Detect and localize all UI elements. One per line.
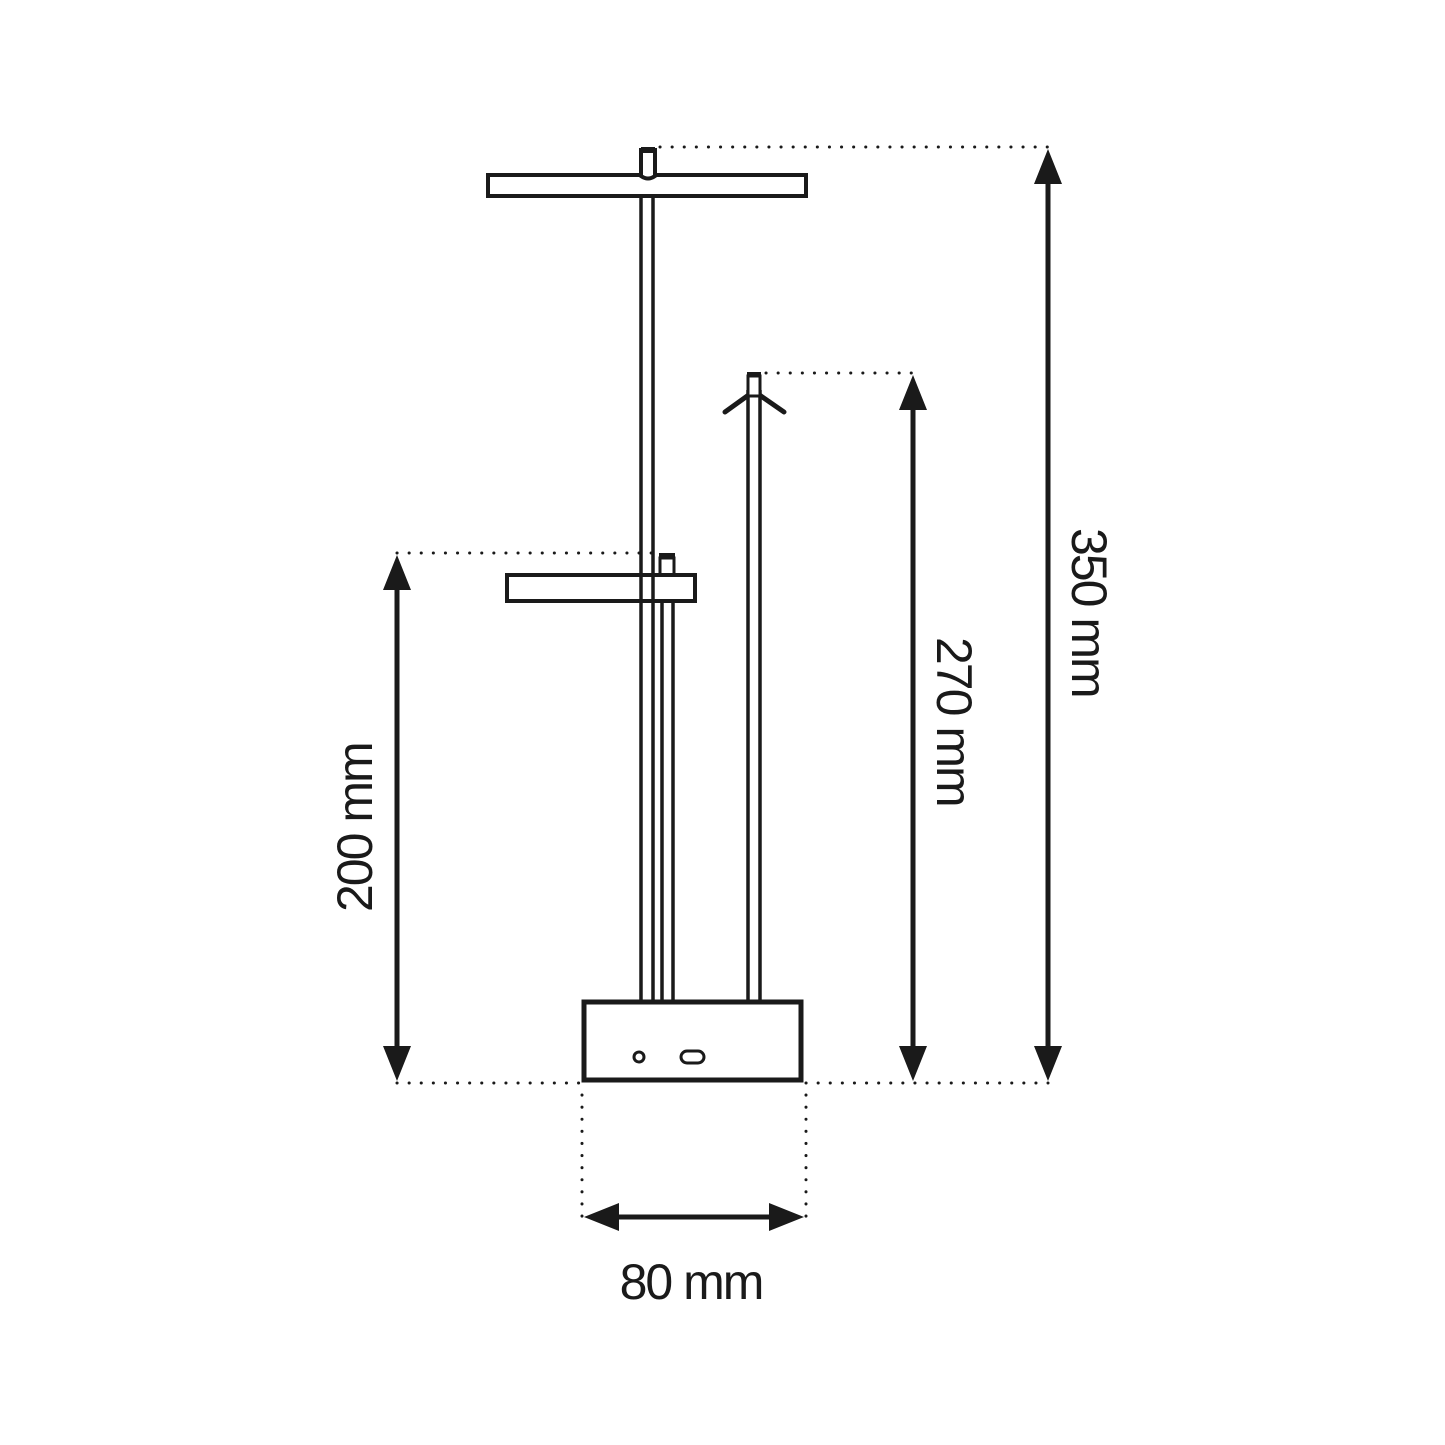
power-button-icon (632, 1050, 646, 1064)
mid-cap (746, 374, 762, 398)
dim-270-arrow-top (899, 375, 927, 410)
lamp-drawing (486, 147, 808, 1083)
lower-cap-top (659, 553, 675, 558)
mid-cap-top (747, 372, 761, 377)
dim-350-arrow-top (1034, 149, 1062, 184)
dim-200-label: 200 mm (327, 743, 383, 912)
dimension-80: 80 mm (584, 1203, 804, 1310)
extension-lines (395, 145, 1050, 1219)
dim-200-arrow-bottom (383, 1046, 411, 1081)
dim-80-label: 80 mm (620, 1254, 763, 1310)
dim-80-arrow-left (584, 1203, 619, 1231)
lower-shade (505, 573, 697, 603)
dim-270-arrow-bottom (899, 1046, 927, 1081)
dimension-270: 270 mm (899, 375, 982, 1081)
upper-cap (639, 148, 657, 181)
dimension-350: 350 mm (1034, 149, 1117, 1081)
dim-80-arrow-right (769, 1203, 804, 1231)
dim-350-arrow-bottom (1034, 1046, 1062, 1081)
usb-port-icon (679, 1049, 706, 1065)
dim-200-arrow-top (383, 555, 411, 590)
upper-cap-top (641, 147, 655, 153)
dim-350-label: 350 mm (1061, 528, 1117, 697)
dimension-200: 200 mm (327, 555, 411, 1081)
lamp-base (581, 999, 804, 1083)
dim-270-label: 270 mm (926, 637, 982, 806)
